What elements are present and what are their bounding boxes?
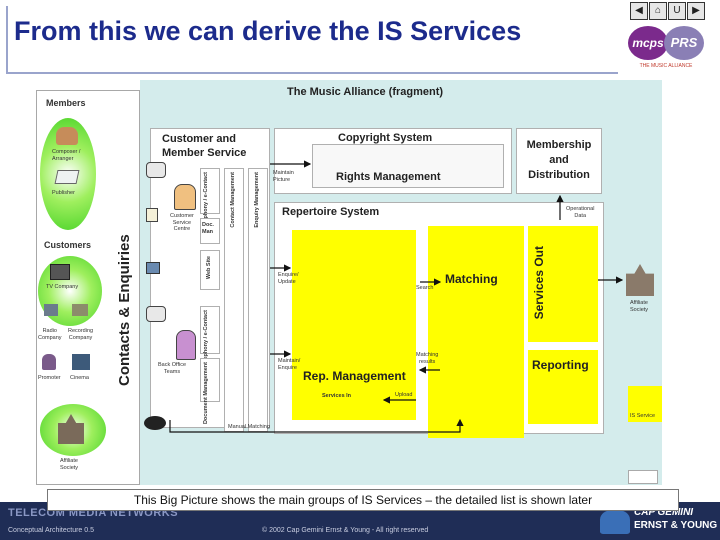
previous-slide-button[interactable]: ◀ (630, 2, 648, 20)
composer-icon (56, 127, 78, 145)
rights-management-box (312, 144, 504, 188)
legend-is-service-swatch (628, 386, 662, 422)
tv-company-label: TV Company (46, 284, 79, 290)
music-alliance-heading: The Music Alliance (fragment) (287, 86, 444, 98)
title-rule (6, 6, 618, 74)
web-site-channel (200, 250, 220, 290)
membership-distribution-box (516, 128, 602, 194)
customers-heading: Customers (44, 240, 92, 250)
home-button[interactable]: ⌂ (649, 2, 667, 20)
agent-icon-1 (174, 184, 196, 210)
doc-man-label: Doc. Man (202, 222, 214, 235)
caption-box: This Big Picture shows the main groups o… (47, 489, 679, 511)
alliance-logo-text: THE MUSIC ALLIANCE (639, 63, 693, 69)
promoter-icon (42, 354, 56, 370)
telephone-icon-1 (146, 162, 166, 178)
telephony-channel-2 (200, 306, 220, 354)
membership-distribution-label: Membership and Distribution (526, 139, 592, 181)
document-icon-1 (146, 208, 158, 222)
upload-label: Upload (395, 392, 413, 398)
cap-gemini-logo-icon (600, 510, 630, 534)
search-label: Search (416, 285, 434, 291)
up-button[interactable]: U (668, 2, 686, 20)
cap-gemini-logo-bottom: ERNST & YOUNG (634, 520, 718, 531)
footer-copyright: © 2002 Cap Gemini Ernst & Young - All ri… (262, 527, 429, 534)
back-office-teams-label: Back Office Teams (158, 362, 187, 375)
prs-logo: PRS (664, 26, 704, 60)
operational-data-label: Operational Data (566, 206, 595, 219)
footer-left-text: Conceptual Architecture 0.5 (8, 527, 94, 534)
legend-is-service-label: IS Service (630, 413, 656, 419)
telephony-channel-1 (200, 168, 220, 214)
rights-management-label: Rights Management (336, 171, 441, 183)
manual-matching-arrow (169, 418, 464, 433)
agent-icon-2 (176, 330, 196, 360)
rep-management-label: Rep. Management (303, 369, 406, 383)
next-slide-button[interactable]: ▶ (687, 2, 705, 20)
radio-company-label: Radio Company (38, 328, 62, 341)
maintain-picture-label: Maintain Picture (273, 170, 294, 183)
repertoire-system-label: Repertoire System (282, 206, 380, 218)
publisher-label: Publisher (52, 190, 75, 196)
matching-results-label: Matching results (416, 352, 439, 365)
services-in-service (318, 388, 380, 416)
cap-gemini-logo-top: CAP GEMINI (634, 507, 694, 518)
matching-service (428, 226, 524, 438)
customer-service-centre-label: Customer Service Centre (170, 213, 194, 232)
manual-matching-icon (144, 416, 166, 430)
affiliate-society-right-label: Affiliate Society (630, 300, 649, 313)
members-heading: Members (46, 98, 86, 108)
cinema-label: Cinema (70, 375, 89, 381)
radio-company-icon (44, 304, 58, 316)
telephone-icon-2 (146, 306, 166, 322)
enquire-update-label: Enquire/ Update (278, 272, 299, 285)
cinema-icon (72, 354, 90, 370)
recording-company-icon (72, 304, 88, 316)
services-in-label: Services In (322, 393, 352, 399)
copyright-system-label: Copyright System (338, 132, 433, 144)
recording-company-label: Recording Company (68, 328, 94, 341)
composer-label: Composer / Arranger (52, 149, 81, 162)
caption-text: This Big Picture shows the main groups o… (133, 493, 593, 507)
services-out-service (528, 226, 598, 342)
legend-other-swatch (628, 470, 658, 484)
customer-member-service-label: Customer and Member Service (162, 133, 247, 159)
web-icon (146, 262, 160, 274)
promoter-label: Promoter (38, 375, 61, 381)
reporting-label: Reporting (532, 358, 589, 372)
document-management-channel (200, 358, 220, 402)
reporting-service (528, 350, 598, 424)
page-title: From this we can derive the IS Services (14, 16, 522, 46)
doc-man-channel (200, 218, 220, 244)
tv-company-icon (50, 264, 70, 280)
mcps-logo: mcps (628, 26, 668, 60)
maintain-enquire-label: Maintain/ Enquire (278, 358, 301, 371)
matching-label: Matching (445, 272, 498, 286)
affiliate-society-label: Affiliate Society (60, 458, 79, 471)
manual-matching-label: Manual Matching (228, 424, 270, 430)
